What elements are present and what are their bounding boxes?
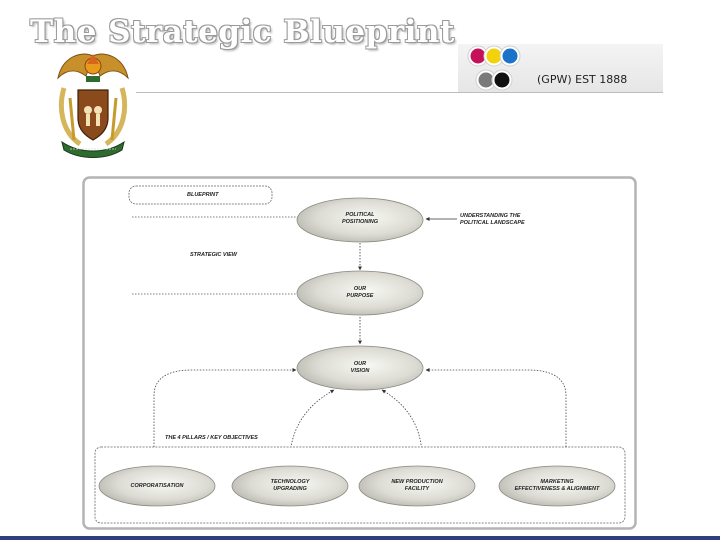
magenta-dot xyxy=(470,48,486,64)
header-rule xyxy=(136,92,663,93)
technology-upgrading-label: TECHNOLOGY UPGRADING xyxy=(245,479,335,493)
blue-dot xyxy=(502,48,518,64)
gpw-dots-logo xyxy=(467,45,521,91)
new-production-facility-node xyxy=(358,465,476,507)
our-vision-label: OUR VISION xyxy=(320,361,400,375)
strategic-blueprint-diagram: BLUEPRINT STRATEGIC VIEW THE 4 PILLARS /… xyxy=(82,176,638,531)
landscape-label: UNDERSTANDING THE POLITICAL LANDSCAPE xyxy=(460,213,525,227)
technology-upgrading-node xyxy=(231,465,349,507)
technology-line2: UPGRADING xyxy=(273,486,307,492)
marketing-line2: EFFECTIVENESS & ALIGNMENT xyxy=(514,486,600,492)
marketing-line1: MARKETING xyxy=(540,479,574,485)
gray-dot xyxy=(478,72,494,88)
purpose-line1: OUR xyxy=(353,286,367,292)
corporatisation-node xyxy=(98,465,216,507)
landscape-label-line1: UNDERSTANDING THE xyxy=(460,213,521,219)
new-production-facility-label: NEW PRODUCTION FACILITY xyxy=(372,479,462,493)
our-vision-node xyxy=(296,345,424,391)
political-line1: POLITICAL xyxy=(345,212,375,218)
slide-title: The Strategic Blueprint xyxy=(30,14,455,50)
blueprint-label: BLUEPRINT xyxy=(187,192,219,198)
blueprint-box xyxy=(128,185,273,205)
political-positioning-node xyxy=(296,197,424,243)
our-purpose-node xyxy=(296,270,424,316)
production-line2: FACILITY xyxy=(404,486,430,492)
purpose-line2: PURPOSE xyxy=(346,293,374,299)
vision-line2: VISION xyxy=(350,368,370,374)
black-dot xyxy=(494,72,510,88)
corporatisation-label: CORPORATISATION xyxy=(130,483,184,489)
technology-line1: TECHNOLOGY xyxy=(270,479,310,485)
yellow-dot xyxy=(486,48,502,64)
vision-line1: OUR xyxy=(353,361,367,367)
landscape-label-line2: POLITICAL LANDSCAPE xyxy=(460,220,525,226)
marketing-label: MARKETING EFFECTIVENESS & ALIGNMENT xyxy=(507,479,607,493)
political-positioning-label: POLITICAL POSITIONING xyxy=(320,212,400,226)
production-line1: NEW PRODUCTION xyxy=(391,479,443,485)
marketing-node xyxy=(498,465,616,507)
pillars-label: THE 4 PILLARS / KEY OBJECTIVES xyxy=(165,435,258,441)
coat-of-arms-logo xyxy=(57,53,129,158)
bottom-accent-bar xyxy=(0,536,720,540)
our-purpose-label: OUR PURPOSE xyxy=(320,286,400,300)
company-label: (GPW) EST 1888 xyxy=(537,73,628,86)
strategic-view-label: STRATEGIC VIEW xyxy=(190,252,237,258)
political-line2: POSITIONING xyxy=(341,219,379,225)
